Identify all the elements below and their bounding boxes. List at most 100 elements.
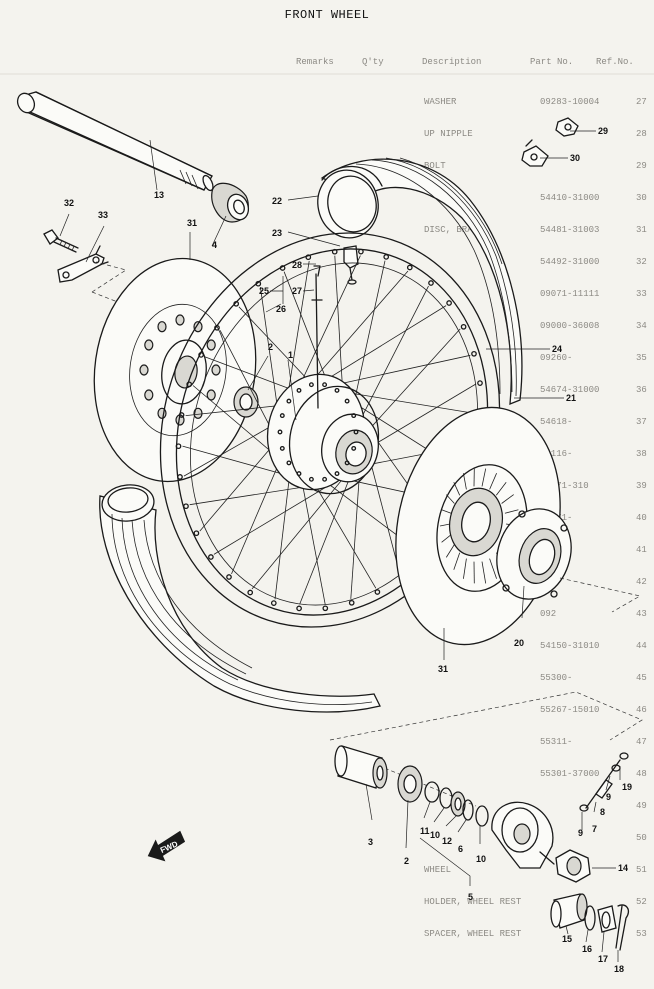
carrier-rib — [501, 494, 514, 504]
callout-7: 7 — [592, 824, 597, 834]
ghost-ref: 40 — [636, 513, 647, 523]
callout-28: 28 — [292, 260, 302, 270]
callout-3: 3 — [368, 837, 373, 847]
ghost-part-no: 55300- — [540, 673, 572, 683]
circlip-11 — [424, 781, 440, 803]
disc-hole — [193, 321, 203, 333]
spoke-nipple — [428, 280, 434, 286]
callout-2a: 2 — [268, 342, 273, 352]
tire-lower — [99, 484, 381, 713]
spoke — [213, 480, 337, 555]
callout-1: 1 — [288, 350, 293, 360]
spacer-15 — [550, 893, 588, 929]
ghost-part-no: 09116- — [540, 449, 572, 459]
ghost-ref: 28 — [636, 129, 647, 139]
ghost-ref: 52 — [636, 897, 647, 907]
washer-10a — [439, 787, 453, 809]
callout-29: 29 — [598, 126, 608, 136]
carrier-rib — [489, 473, 497, 490]
spoke-nipple — [279, 265, 286, 271]
carrier-rib — [445, 544, 455, 558]
spoke-nipple — [186, 381, 193, 388]
carrier-rib — [453, 482, 461, 496]
ghost-header-cell: Description — [422, 57, 481, 67]
hub-hole — [353, 429, 359, 435]
ghost-part-no: 09000-36008 — [540, 321, 599, 331]
drive-pinion-assy — [579, 752, 629, 812]
disc-hole — [206, 389, 216, 401]
spoke — [334, 390, 478, 415]
hub-hole — [344, 460, 350, 466]
ghost-header-cell: Ref.No. — [596, 57, 634, 67]
spoke-nipple — [270, 600, 277, 606]
hub-hole — [351, 445, 357, 451]
cotter-pin-18 — [615, 904, 630, 951]
hub-hole — [334, 387, 340, 393]
axle-collar — [211, 182, 250, 223]
disc-hole — [211, 364, 221, 376]
ghost-ref: 43 — [636, 609, 647, 619]
hub-hole — [277, 429, 283, 435]
carrier-rib — [481, 468, 487, 487]
hub-spoke-holes — [277, 382, 359, 482]
forward-direction-arrow: FWD — [147, 830, 186, 862]
ghost-ref: 32 — [636, 257, 647, 267]
ghost-part-no: 54150-31010 — [540, 641, 599, 651]
callout-21: 21 — [566, 393, 576, 403]
callout-11: 11 — [420, 826, 430, 836]
disc-hole — [157, 321, 167, 333]
cable-clamp-lower — [521, 139, 549, 167]
inner-tube — [317, 165, 383, 239]
ghost-ref: 42 — [636, 577, 647, 587]
ghost-ref: 51 — [636, 865, 647, 875]
ghost-ref: 38 — [636, 449, 647, 459]
spoke — [313, 482, 377, 589]
ghost-ref: 35 — [636, 353, 647, 363]
hub-hole — [296, 471, 302, 477]
fwd-label: FWD — [159, 839, 180, 855]
carrier-rib — [439, 523, 451, 527]
carrier-rib — [489, 558, 497, 579]
speedo-gearbox — [491, 801, 555, 869]
spoke-nipple — [460, 323, 467, 330]
spoke-nipple — [183, 503, 189, 510]
tire-upper — [320, 157, 523, 405]
ghost-ref: 53 — [636, 929, 647, 939]
carrier-rib — [481, 561, 487, 584]
callout-12: 12 — [442, 836, 452, 846]
hub-hole — [322, 476, 328, 482]
ghost-ref: 29 — [636, 161, 647, 171]
spoke-nipple — [198, 352, 204, 358]
spoke-nipples — [175, 248, 485, 612]
disc-bolt — [43, 229, 79, 253]
spoke — [300, 476, 326, 605]
carrier-rib — [441, 534, 452, 543]
hub-hole — [279, 413, 285, 419]
ghost-part-no: 092 — [540, 609, 556, 619]
spoke — [334, 255, 344, 396]
ghost-ref: 34 — [636, 321, 647, 331]
callout-26: 26 — [276, 304, 286, 314]
ghost-description: UP NIPPLE — [424, 129, 473, 139]
bleed-through-table: Ref.No.Part No.DescriptionQ'tyRemarks270… — [0, 57, 654, 939]
hub-hole — [286, 460, 292, 466]
callout-23: 23 — [272, 228, 282, 238]
callout-10b: 10 — [476, 854, 486, 864]
spoke — [299, 458, 358, 605]
spoke-nipple — [178, 412, 185, 418]
lock-plate — [57, 245, 109, 283]
wheel-hub — [266, 373, 380, 495]
bearing-2 — [397, 765, 423, 803]
washer-10b — [475, 805, 489, 827]
callout-6: 6 — [458, 844, 463, 854]
ghost-ref: 37 — [636, 417, 647, 427]
callout-18: 18 — [614, 964, 624, 974]
ghost-description: BOLT — [424, 161, 446, 171]
ghost-part-no: 54410-31000 — [540, 193, 599, 203]
callout-4: 4 — [212, 240, 217, 250]
spoke — [251, 471, 349, 590]
spoke-nipple — [177, 474, 183, 480]
spoke-nipple — [406, 264, 413, 271]
spoke-nipple — [208, 554, 214, 560]
hub-hole — [351, 413, 357, 419]
